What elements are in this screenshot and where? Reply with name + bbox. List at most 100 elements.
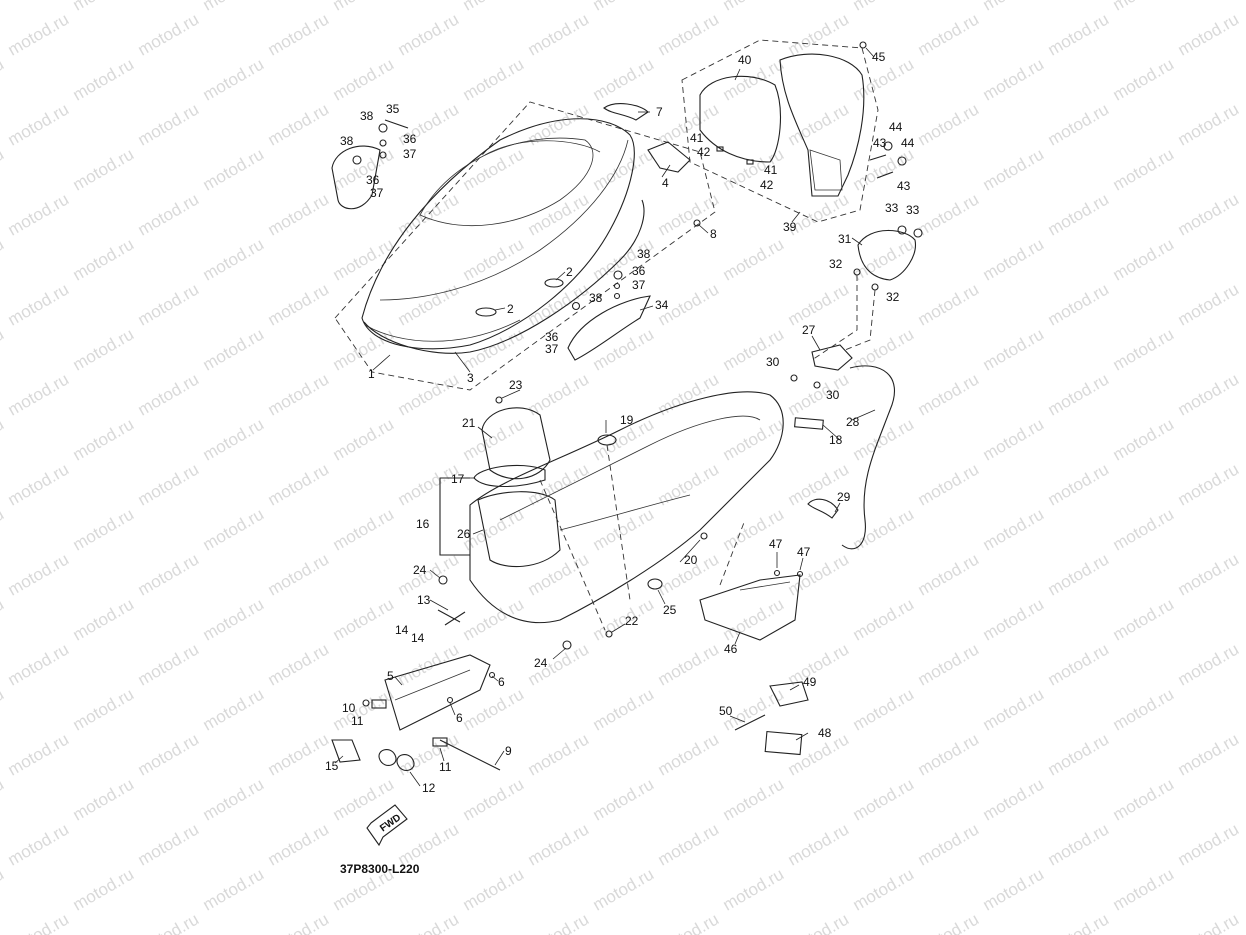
callout-13: 13: [417, 593, 431, 607]
tank-26: [477, 491, 561, 568]
callout-3: 3: [467, 371, 474, 385]
bolt-32b: [871, 283, 879, 291]
callout-46: 46: [724, 642, 738, 656]
clip-15: [331, 739, 361, 763]
pin-13: [444, 611, 466, 626]
callout-40: 40: [738, 53, 752, 67]
callout-41b: 41: [764, 163, 778, 177]
washer-36: [379, 139, 387, 147]
callout-6b: 6: [456, 711, 463, 725]
backrest-pad-40: [699, 75, 781, 163]
callout-41a: 41: [690, 131, 704, 145]
callout-32a: 32: [829, 257, 843, 271]
callout-34: 34: [655, 298, 669, 312]
cover-34: [567, 295, 651, 361]
callout-12: 12: [422, 781, 436, 795]
bracket-16: [439, 477, 470, 556]
callout-29: 29: [837, 490, 851, 504]
callout-47a: 47: [769, 537, 783, 551]
callout-37c: 37: [632, 278, 646, 292]
callout-43a: 43: [873, 136, 887, 150]
grab-strap: [603, 103, 649, 121]
grommet-25: [647, 578, 663, 590]
bolt-38-r2: [571, 301, 581, 311]
storage-box-inner: [499, 415, 761, 521]
callout-30b: 30: [826, 388, 840, 402]
damper-18: [794, 417, 824, 430]
callout-36d: 36: [545, 330, 559, 344]
callout-2b: 2: [566, 265, 573, 279]
screw-23: [495, 396, 503, 404]
clip-41b: [746, 159, 754, 165]
backrest-bracket: [809, 149, 843, 191]
bolt-38-r: [613, 270, 623, 280]
bolt-30a: [790, 374, 798, 382]
callout-30a: 30: [766, 355, 780, 369]
tank-cover-21: [481, 407, 551, 480]
tool-49: [769, 681, 809, 707]
screw-8: [693, 219, 701, 227]
callout-38d: 38: [589, 291, 603, 305]
callout-18: 18: [829, 433, 843, 447]
pin-14: [437, 609, 461, 623]
nut-37: [379, 151, 387, 159]
callout-44b: 44: [901, 136, 915, 150]
backrest-group-outline: [681, 39, 879, 223]
callout-20: 20: [684, 553, 698, 567]
callout-47b: 47: [797, 545, 811, 559]
callout-36a: 36: [403, 132, 417, 146]
callout-45: 45: [872, 50, 886, 64]
callout-38c: 38: [637, 247, 651, 261]
bolt-30b: [813, 381, 821, 389]
callout-4: 4: [662, 176, 669, 190]
callout-19: 19: [620, 413, 634, 427]
screw-47a: [773, 569, 781, 577]
callout-21: 21: [462, 416, 476, 430]
bolt-24b: [562, 640, 572, 650]
callout-23: 23: [509, 378, 523, 392]
callout-38a: 38: [360, 109, 374, 123]
callout-36c: 36: [632, 264, 646, 278]
arm-5: [384, 654, 491, 731]
nut-10: [362, 699, 370, 707]
callout-48: 48: [818, 726, 832, 740]
callout-27: 27: [802, 323, 816, 337]
callout-28: 28: [846, 415, 860, 429]
callout-37a: 37: [403, 147, 417, 161]
callout-8: 8: [710, 227, 717, 241]
washer-36-r: [613, 282, 621, 290]
callout-42a: 42: [697, 145, 711, 159]
plug-45: [859, 41, 867, 49]
callout-24b: 24: [534, 656, 548, 670]
callout-5: 5: [387, 669, 394, 683]
collar-11b: [432, 737, 448, 747]
callout-32b: 32: [886, 290, 900, 304]
callout-6a: 6: [498, 675, 505, 689]
bolt-43a: [869, 154, 887, 161]
callout-7: 7: [656, 105, 663, 119]
seat: [361, 118, 635, 350]
fwd-arrow: [366, 804, 408, 847]
cable-end-29: [807, 498, 839, 519]
callout-35: 35: [386, 102, 400, 116]
callout-33a: 33: [885, 201, 899, 215]
callout-1: 1: [368, 367, 375, 381]
key-50: [734, 714, 766, 731]
callout-25: 25: [663, 603, 677, 617]
cap-44b: [897, 156, 907, 166]
callout-31: 31: [838, 232, 852, 246]
bolt-32a: [853, 268, 861, 276]
nut-37-r: [613, 292, 621, 300]
dash-cap: [606, 444, 631, 601]
storage-box: [469, 391, 784, 624]
leader-lines: [334, 47, 876, 787]
dash-tank: [539, 479, 606, 631]
collar-11a: [371, 699, 387, 709]
hinge-bracket: [331, 145, 381, 210]
callout-10: 10: [342, 701, 356, 715]
bolt-43b: [876, 171, 894, 179]
latch-27: [811, 344, 853, 371]
callout-38b: 38: [340, 134, 354, 148]
callout-14a: 14: [395, 623, 409, 637]
